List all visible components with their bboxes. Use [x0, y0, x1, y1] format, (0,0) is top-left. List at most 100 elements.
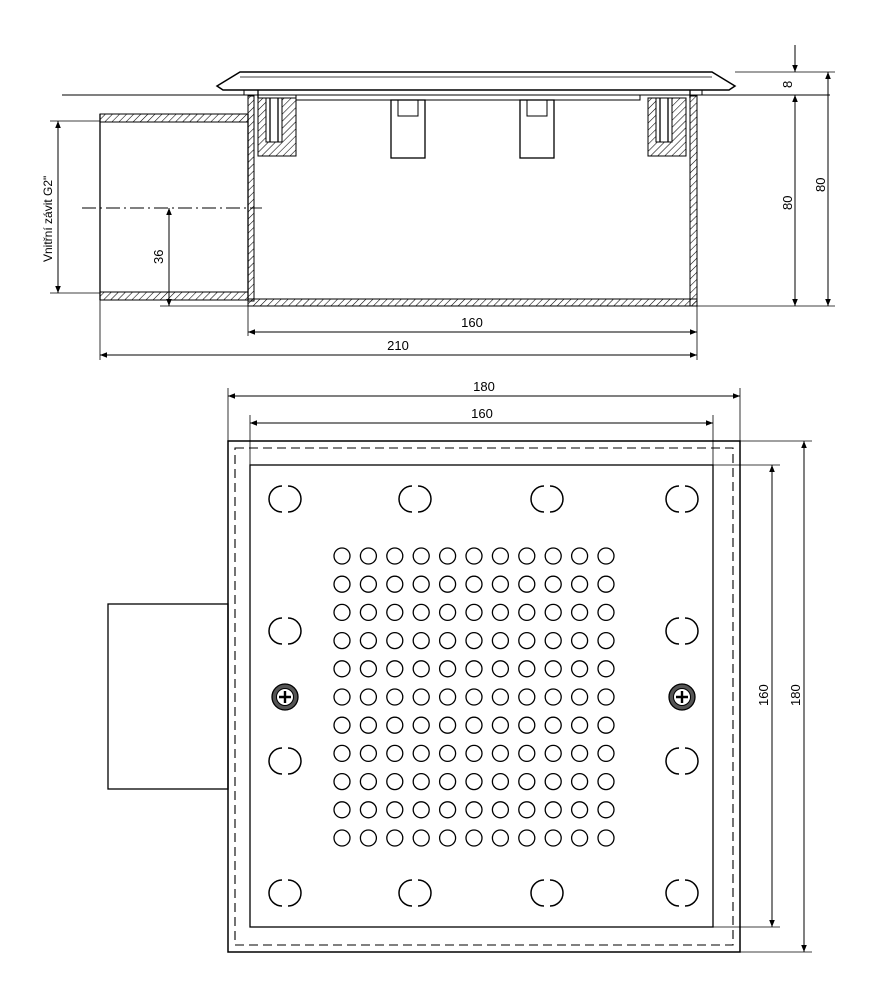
drain-hole [491, 829, 510, 847]
drain-hole [412, 801, 430, 819]
drain-hole [465, 547, 483, 565]
side-view [50, 45, 835, 360]
drain-hole [570, 603, 589, 622]
spring-clip [398, 879, 432, 907]
drain-hole [359, 744, 378, 763]
dim-36: 36 [151, 250, 166, 264]
body-right-wall [689, 95, 698, 307]
drain-hole [438, 688, 457, 706]
drain-hole [518, 716, 536, 734]
drain-hole [465, 744, 483, 763]
outlet-pipe-bottom [99, 291, 249, 301]
dim-210: 210 [387, 338, 409, 353]
drain-hole [438, 801, 457, 819]
spring-clips [268, 485, 699, 907]
drain-hole [438, 631, 457, 650]
dim-80-total: 80 [813, 178, 828, 192]
drain-hole [491, 547, 510, 565]
spring-clip [268, 617, 302, 645]
screws [271, 683, 696, 711]
drain-hole [597, 660, 615, 678]
drain-hole [544, 660, 562, 678]
dim-8: 8 [780, 81, 795, 88]
drain-hole [518, 547, 536, 565]
drain-hole [333, 631, 351, 650]
drain-hole [518, 801, 536, 819]
drain-hole [491, 631, 510, 650]
drain-hole [386, 829, 404, 847]
drain-hole [412, 716, 430, 734]
drain-hole [333, 547, 351, 565]
thread-label: Vnitřní závit G2" [41, 176, 55, 262]
spring-clip [268, 485, 302, 513]
drain-hole [544, 772, 562, 791]
drain-hole [518, 744, 536, 763]
cover-flange [215, 71, 737, 91]
drain-hole [491, 716, 510, 734]
drain-hole [597, 603, 615, 622]
drain-hole [570, 744, 589, 763]
drain-hole [491, 801, 510, 819]
outlet-pipe-top [99, 113, 249, 123]
drain-hole [518, 603, 536, 622]
dashed-outline [234, 447, 734, 946]
drain-hole [465, 716, 483, 734]
drain-hole [412, 603, 430, 622]
dim-180-top: 180 [473, 379, 495, 394]
drain-hole [333, 801, 351, 819]
drain-hole [544, 716, 562, 734]
drain-hole [412, 575, 430, 593]
drain-hole [544, 547, 562, 565]
spring-clip [665, 747, 699, 775]
drain-hole [597, 631, 615, 650]
drain-hole [359, 772, 378, 791]
drain-hole [491, 603, 510, 622]
drain-hole [544, 575, 562, 593]
drain-hole [359, 716, 378, 734]
dim-160-top: 160 [471, 406, 493, 421]
drain-hole [359, 801, 378, 819]
drain-hole [597, 575, 615, 593]
spring-clip [530, 485, 564, 513]
drain-hole [465, 829, 483, 847]
drain-hole [465, 603, 483, 622]
drain-hole [359, 631, 378, 650]
drain-hole [491, 744, 510, 763]
drain-hole [438, 716, 457, 734]
grate-plate [295, 94, 641, 101]
drain-hole [518, 575, 536, 593]
drain-hole [333, 603, 351, 622]
drain-hole [465, 660, 483, 678]
drain-hole [333, 716, 351, 734]
drain-hole [491, 660, 510, 678]
body-left-wall [247, 95, 255, 302]
outlet-stub [107, 603, 229, 790]
drain-hole [386, 547, 404, 565]
drain-hole [386, 575, 404, 593]
drain-hole [570, 688, 589, 706]
drain-hole [544, 744, 562, 763]
drain-hole [597, 801, 615, 819]
drain-hole [412, 660, 430, 678]
spring-clip [665, 879, 699, 907]
drain-hole [544, 688, 562, 706]
drain-hole [386, 660, 404, 678]
drain-hole [438, 744, 457, 763]
drain-hole [386, 631, 404, 650]
drain-hole [359, 575, 378, 593]
drain-hole [386, 716, 404, 734]
dim-180-right: 180 [788, 684, 803, 706]
drain-hole [465, 801, 483, 819]
drain-hole [333, 575, 351, 593]
spring-clip [268, 747, 302, 775]
drain-hole [412, 772, 430, 791]
drain-hole [597, 772, 615, 791]
screw [271, 683, 299, 711]
dim-80-body: 80 [780, 196, 795, 210]
drain-hole [570, 772, 589, 791]
bolt-right [519, 99, 555, 159]
drain-hole [333, 829, 351, 847]
screw [668, 683, 696, 711]
drain-hole [597, 744, 615, 763]
